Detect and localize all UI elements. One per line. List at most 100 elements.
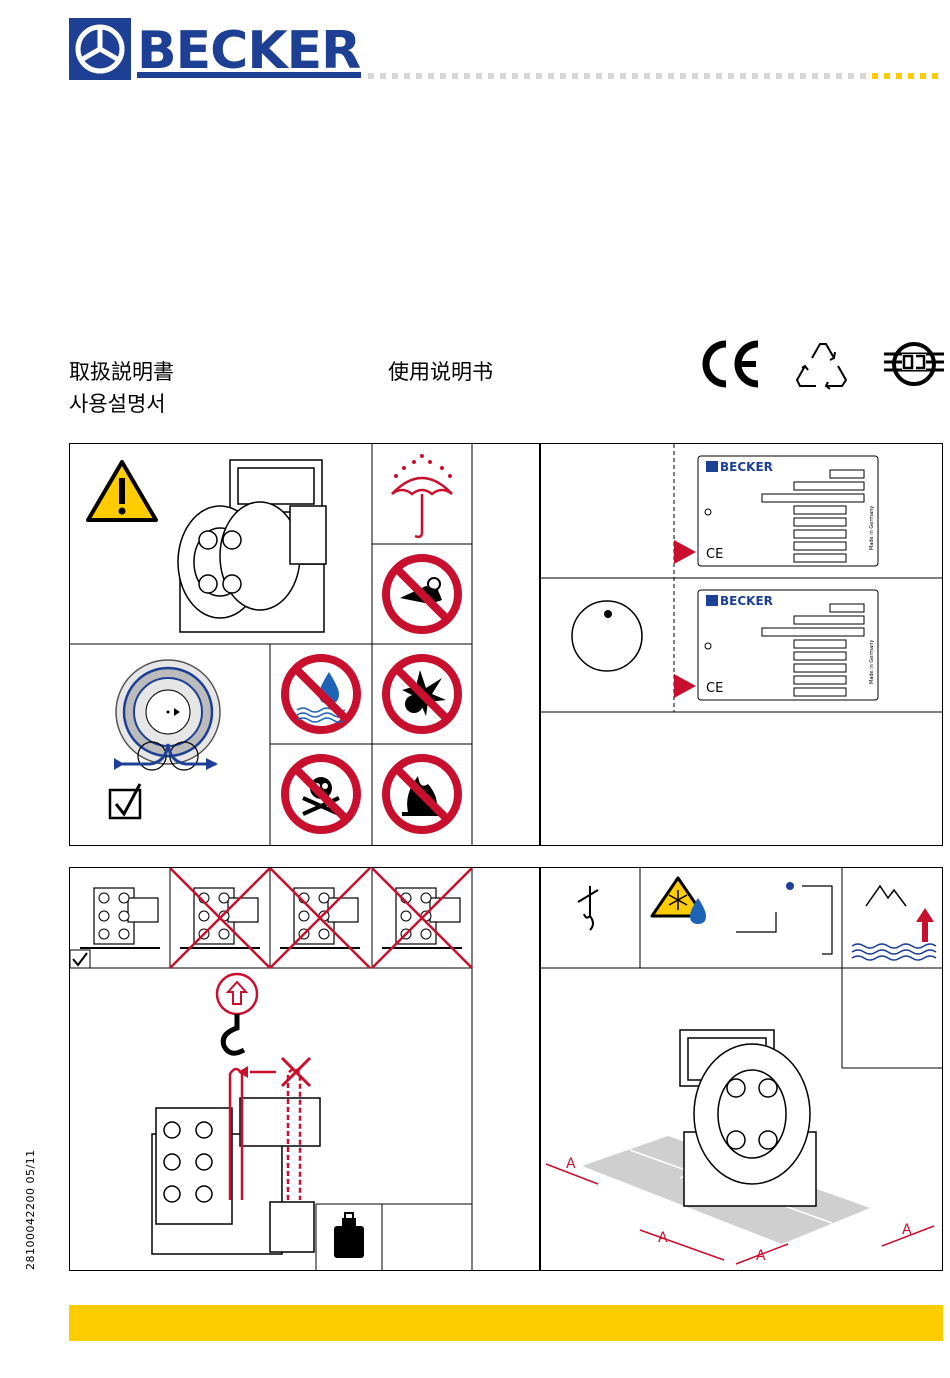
safety-panel <box>69 443 541 846</box>
header-dot <box>584 73 590 79</box>
clearance-label-a3: A <box>756 1248 766 1264</box>
nameplate-made-in: Made in Germany <box>869 506 875 550</box>
clearance-label-a2: A <box>658 1230 668 1246</box>
header-dot <box>572 73 578 79</box>
header-dot <box>824 73 830 79</box>
no-liquids-icon <box>285 658 357 730</box>
header-dot <box>908 73 914 79</box>
header-dot <box>656 73 662 79</box>
nameplate-logo-icon <box>706 461 718 472</box>
header-dot <box>680 73 686 79</box>
header-dot <box>836 73 842 79</box>
header-dot <box>536 73 542 79</box>
rotation-indicator-dial <box>572 601 642 671</box>
header-dot <box>524 73 530 79</box>
thermometer-icon <box>578 886 598 930</box>
installation-panel: A A A A <box>539 867 943 1271</box>
header-dot <box>488 73 494 79</box>
title-chinese: 使用说明书 <box>388 359 493 385</box>
correct-mounting-check-icon <box>70 950 90 968</box>
nameplate-brand: BECKER <box>720 460 773 474</box>
title-korean: 사용설명서 <box>69 391 166 417</box>
mounting-position-incorrect <box>372 868 472 968</box>
mounting-lifting-panel <box>69 867 541 1271</box>
header-dotted-rule <box>368 72 943 80</box>
nameplate: BECKER CE Made in Germany <box>674 590 878 700</box>
protect-from-moisture-icon <box>392 454 452 537</box>
header-dot <box>548 73 554 79</box>
altitude-icon <box>852 886 936 960</box>
inlet-pressure-diagram <box>736 882 832 954</box>
header-dot <box>872 73 878 79</box>
lifting-diagram <box>152 974 320 1254</box>
no-flammable-gases-icon <box>386 758 458 830</box>
header-dot <box>692 73 698 79</box>
header-dot <box>764 73 770 79</box>
nameplate-ce-mark: CE <box>706 547 723 562</box>
header-dot <box>368 73 374 79</box>
nameplate-ce-mark: CE <box>706 681 723 696</box>
clearance-label-a1: A <box>566 1156 576 1172</box>
logo-wordmark: BECKER <box>137 21 360 80</box>
header-dot <box>380 73 386 79</box>
warning-triangle-icon <box>88 462 156 520</box>
header-dot <box>800 73 806 79</box>
header-dot <box>896 73 902 79</box>
nameplate-made-in: Made in Germany <box>869 640 875 684</box>
header-dot <box>884 73 890 79</box>
header-dot <box>404 73 410 79</box>
mounting-position-incorrect <box>170 868 270 968</box>
footer-color-bar <box>69 1305 943 1341</box>
document-number: 28100042200 05/11 <box>24 1230 37 1270</box>
header-dot <box>776 73 782 79</box>
nameplate-pointer-icon <box>674 540 696 564</box>
title-japanese: 取扱説明書 <box>69 359 174 385</box>
header-dot <box>632 73 638 79</box>
no-pressure-washer-icon <box>386 558 458 630</box>
header-dot <box>920 73 926 79</box>
header-dot <box>620 73 626 79</box>
header-dot <box>392 73 398 79</box>
header-dot <box>452 73 458 79</box>
header-dot <box>932 73 938 79</box>
header-dot <box>716 73 722 79</box>
header-dot <box>464 73 470 79</box>
header-dot <box>644 73 650 79</box>
header-dot <box>500 73 506 79</box>
weight-icon <box>334 1213 364 1258</box>
becker-logo: BECKER <box>69 18 363 80</box>
header-dot <box>512 73 518 79</box>
no-explosive-atmosphere-icon <box>386 658 458 730</box>
header-dot <box>428 73 434 79</box>
header-dot <box>476 73 482 79</box>
header-dot <box>812 73 818 79</box>
nameplate-pointer-icon <box>674 674 696 698</box>
header-dot <box>668 73 674 79</box>
no-toxic-gases-icon <box>285 758 357 830</box>
header-dot <box>596 73 602 79</box>
header-dot <box>440 73 446 79</box>
dqs-certification-icon <box>884 340 944 388</box>
header-dot <box>704 73 710 79</box>
header-dot <box>416 73 422 79</box>
header-dot <box>752 73 758 79</box>
header-dot <box>728 73 734 79</box>
rotation-direction-diagram <box>110 660 220 818</box>
nameplate: BECKER CE Made in Germany <box>674 456 878 566</box>
vacuum-pump-drawing <box>178 460 326 632</box>
recycling-icon <box>794 338 850 390</box>
nameplate-logo-icon <box>706 595 718 606</box>
header-dot <box>788 73 794 79</box>
header-dot <box>740 73 746 79</box>
mounting-position-correct <box>80 888 160 948</box>
nameplate-brand: BECKER <box>720 594 773 608</box>
header-dot <box>560 73 566 79</box>
frost-warning-icon <box>652 878 706 924</box>
clearance-label-a4: A <box>902 1222 912 1238</box>
header-dot <box>860 73 866 79</box>
header-dot <box>608 73 614 79</box>
mounting-position-incorrect <box>270 868 370 968</box>
ce-mark-icon <box>698 338 764 390</box>
header-dot <box>848 73 854 79</box>
